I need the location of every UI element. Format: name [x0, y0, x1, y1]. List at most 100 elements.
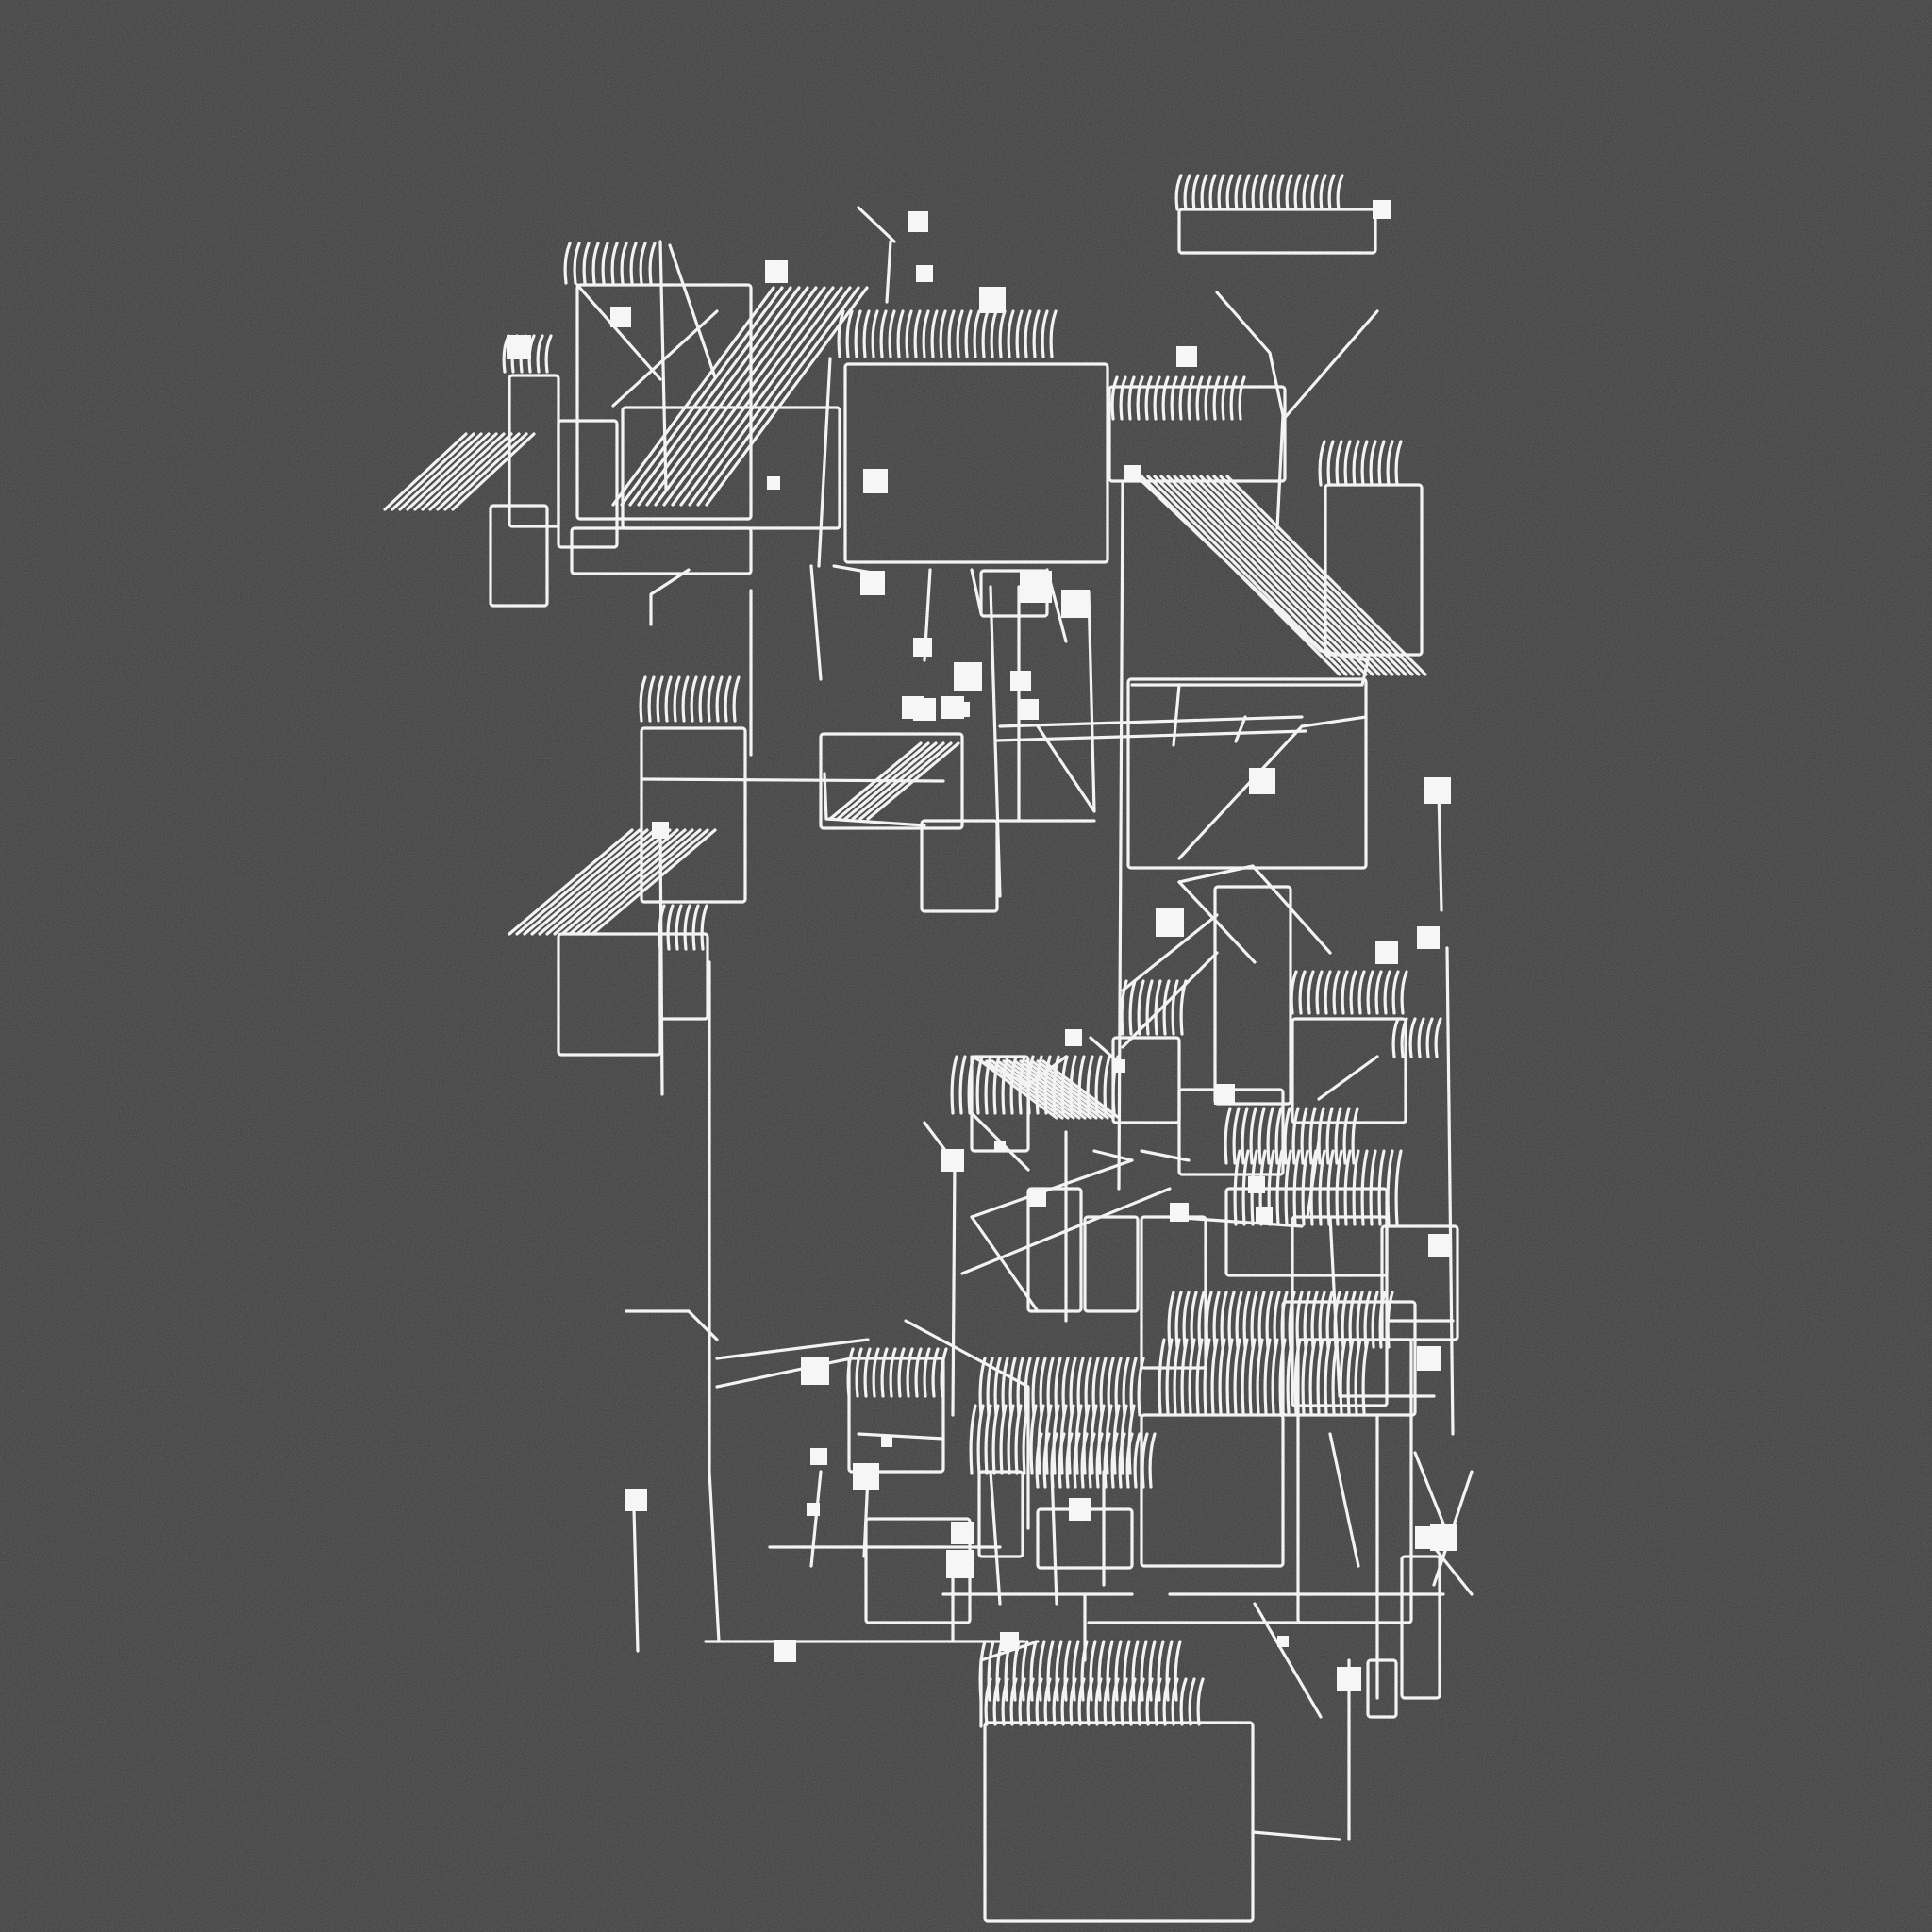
connector-line: [857, 206, 896, 243]
square-node: [1415, 1526, 1438, 1549]
connector-line: [970, 568, 983, 615]
connector-line: [857, 1432, 945, 1441]
connector-line: [809, 564, 823, 681]
square-node: [810, 1448, 827, 1465]
connector-line: [1092, 1149, 1134, 1162]
square-node: [765, 260, 788, 283]
connector-line: [575, 283, 662, 381]
hatch-comb: [1158, 1338, 1370, 1415]
square-node: [1248, 1176, 1265, 1193]
connector-path: [904, 1319, 1030, 1530]
square-node: [1424, 777, 1451, 804]
connector-line: [1317, 1055, 1379, 1101]
outline-box: [843, 362, 1109, 564]
square-node: [1254, 768, 1274, 789]
connector-path: [625, 1309, 719, 1341]
square-node: [807, 1503, 820, 1516]
connector-line: [1140, 1149, 1191, 1162]
square-node: [801, 1357, 829, 1385]
connector-path: [1328, 1215, 1436, 1398]
connector-path: [1121, 951, 1219, 1049]
hatch-comb: [1110, 375, 1246, 421]
outline-box: [1291, 1017, 1407, 1124]
outline-box: [1400, 1555, 1441, 1700]
square-node: [908, 211, 928, 232]
connector-line: [1121, 913, 1219, 992]
connector-line: [1281, 309, 1379, 422]
hatch-comb: [1224, 1107, 1359, 1165]
hatch-comb: [1290, 970, 1408, 1015]
connector-line: [1328, 1432, 1360, 1568]
connector-line: [611, 309, 719, 408]
outline-box: [819, 732, 964, 830]
connector-line: [960, 1187, 1172, 1275]
square-node: [1065, 1029, 1082, 1046]
connector-line: [817, 357, 832, 568]
hatch-comb: [639, 675, 741, 723]
square-node: [1375, 941, 1398, 964]
square-node: [951, 1522, 974, 1544]
hatch-comb: [1174, 174, 1344, 211]
square-node: [1069, 1498, 1091, 1521]
connector-line: [1306, 1140, 1321, 1219]
connector-line: [668, 243, 717, 379]
hatch-comb: [837, 309, 1058, 358]
outline-box: [621, 406, 841, 530]
hatch-comb: [984, 1677, 1205, 1726]
connector-path: [1177, 715, 1368, 860]
outline-box: [1380, 1224, 1459, 1341]
connector-line: [1050, 1470, 1058, 1606]
connector-line: [658, 240, 668, 492]
square-node: [1000, 1632, 1019, 1651]
square-node: [946, 1550, 974, 1578]
connector-line: [1251, 1830, 1341, 1841]
outline-box: [1111, 1036, 1181, 1124]
square-node: [1428, 1234, 1451, 1257]
square-node: [954, 662, 982, 691]
connector-line: [951, 1158, 957, 1417]
line-structure: [383, 174, 1474, 1923]
connector-line: [885, 240, 892, 304]
square-node: [1277, 1636, 1289, 1647]
square-node: [1417, 926, 1440, 949]
square-node: [941, 1149, 964, 1172]
connector-path: [649, 568, 691, 626]
square-node: [1124, 465, 1141, 482]
square-node: [1112, 1059, 1125, 1073]
diagonal-hatch: [979, 1059, 1121, 1120]
square-node: [902, 696, 924, 719]
square-nodes: [507, 200, 1457, 1691]
square-node: [994, 1141, 1006, 1152]
square-node: [767, 476, 780, 490]
outline-box: [1296, 1338, 1413, 1624]
outline-box: [847, 1357, 945, 1474]
outline-box: [1140, 1413, 1285, 1568]
square-node: [1156, 908, 1184, 937]
connector-path: [1215, 291, 1285, 530]
square-node: [941, 696, 964, 719]
square-node: [1373, 200, 1391, 219]
outline-box: [1366, 1658, 1398, 1719]
square-node: [863, 469, 888, 493]
outline-box: [983, 1721, 1255, 1923]
square-node: [860, 571, 885, 595]
diagonal-hatch: [1140, 475, 1427, 676]
outline-box: [557, 419, 619, 549]
hatch-comb: [969, 1404, 1136, 1475]
hatch-comb: [1167, 1291, 1394, 1349]
square-node: [1020, 571, 1052, 603]
diagonal-hatch: [828, 741, 960, 821]
connector-line: [1234, 715, 1247, 743]
outline-box: [1281, 1300, 1417, 1417]
connector-line: [1445, 946, 1455, 1436]
square-node: [1256, 1207, 1273, 1224]
square-node: [652, 822, 669, 839]
connector-line: [970, 1215, 1040, 1313]
connector-line: [809, 1470, 823, 1568]
connector-line: [1437, 789, 1443, 912]
hatch-comb: [563, 242, 657, 285]
connector-path: [1177, 864, 1332, 955]
